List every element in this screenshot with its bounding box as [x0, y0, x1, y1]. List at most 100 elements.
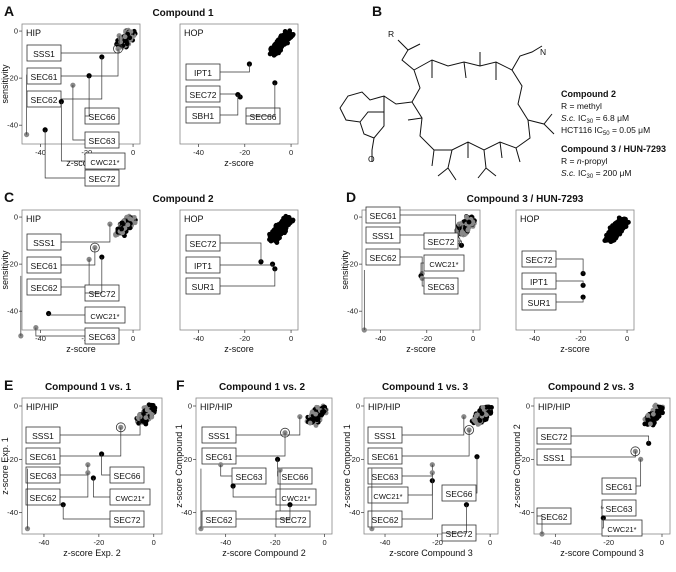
gene-label: IPT1 — [530, 277, 548, 287]
gene-label: SEC63 — [89, 136, 116, 146]
cluster-point — [120, 43, 126, 49]
cluster-point — [276, 50, 282, 56]
gene-connector — [236, 416, 301, 436]
plot-frame — [21, 397, 163, 535]
y-axis-label: z-score Compound 2 — [512, 424, 522, 508]
x-axis-label: z-score — [224, 344, 254, 354]
x-tick-label: 0 — [471, 334, 475, 343]
gene-connector — [556, 297, 584, 303]
y-tick-label: 0 — [188, 402, 192, 411]
gene-label: SEC62 — [206, 515, 233, 525]
x-tick-label: 0 — [488, 538, 492, 547]
gene-connector — [421, 278, 424, 287]
x-tick-label: 0 — [322, 538, 326, 547]
x-tick-label: -40 — [550, 538, 561, 547]
gene-connector — [61, 247, 96, 266]
plot-frame — [363, 397, 499, 535]
cluster-point — [652, 403, 658, 409]
gene-connector — [85, 257, 103, 294]
gene-label: SEC62 — [370, 253, 397, 263]
gene-connector — [556, 280, 584, 286]
y-tick-label: -20 — [7, 74, 18, 83]
gene-connector — [60, 101, 85, 162]
cluster-point — [273, 42, 279, 48]
panel-letter-f: F — [176, 377, 185, 393]
panel-letter-c: C — [4, 189, 14, 205]
cluster-point — [470, 219, 476, 225]
cluster-point — [281, 215, 286, 221]
gene-connector — [61, 56, 103, 100]
gene-label: SEC61 — [370, 211, 397, 221]
cluster-point — [143, 415, 149, 420]
y-tick-label: 0 — [14, 27, 18, 36]
panel-letter-a: A — [4, 3, 14, 19]
cluster-point — [645, 413, 651, 418]
panel-c-hip: HIP-40-2000-20-40z-scoresensitivitySSS1S… — [0, 209, 141, 354]
header-compound-3: Compound 3 / HUN-7293 — [467, 194, 584, 205]
cluster-point — [281, 225, 287, 230]
cluster-point — [480, 404, 486, 410]
x-tick-label: -20 — [93, 538, 104, 547]
gene-connector — [476, 456, 478, 494]
compound2-ic-hct: HCT116 IC50 = 0.05 μM — [561, 125, 650, 137]
cluster-point — [459, 231, 465, 237]
gene-connector — [400, 224, 460, 236]
x-tick-label: -40 — [35, 334, 46, 343]
gene-connector — [402, 430, 470, 457]
gene-connector — [60, 472, 89, 498]
gene-connector — [458, 240, 462, 246]
gene-label: SEC63 — [606, 504, 633, 514]
gene-connector — [60, 464, 89, 476]
y-tick-label: -20 — [7, 260, 18, 269]
gene-connector — [236, 432, 286, 457]
x-tick-label: -40 — [375, 334, 386, 343]
cluster-point — [267, 51, 273, 57]
compound3-title: Compound 3 / HUN-7293 — [561, 144, 666, 154]
cluster-point — [119, 226, 125, 232]
gene-label: SEC62 — [541, 512, 568, 522]
x-tick-label: -40 — [193, 148, 204, 157]
gene-connector — [400, 214, 457, 241]
cluster-point — [289, 32, 295, 38]
x-axis-label: z-score Compound 3 — [389, 548, 473, 558]
cluster-point — [286, 36, 292, 42]
x-tick-label: -20 — [239, 334, 250, 343]
x-tick-label: 0 — [289, 334, 293, 343]
gene-label: SEC63 — [89, 332, 116, 342]
cluster-point — [139, 418, 145, 424]
x-axis-label: z-score Compound 2 — [222, 548, 306, 558]
gene-label: SEC66 — [114, 471, 141, 481]
x-tick-label: -20 — [239, 148, 250, 157]
cluster-point — [620, 226, 626, 231]
x-tick-label: -20 — [81, 148, 92, 157]
x-tick-label: -40 — [35, 148, 46, 157]
panel-label: HIP/HIP — [200, 402, 233, 412]
y-tick-label: -20 — [519, 455, 530, 464]
gene-label: SEC61 — [31, 261, 58, 271]
gene-connector — [571, 451, 636, 458]
gene-connector — [408, 480, 433, 496]
x-tick-label: 0 — [152, 538, 156, 547]
gene-label: SEC72 — [89, 174, 116, 184]
header-compound-1-vs-1: Compound 1 vs. 1 — [45, 382, 132, 393]
gene-connector — [60, 416, 141, 436]
x-tick-label: -40 — [193, 334, 204, 343]
gene-label: SEC63 — [30, 471, 57, 481]
y-tick-label: -40 — [349, 508, 360, 517]
y-tick-label: -20 — [349, 455, 360, 464]
panel-label: HIP/HIP — [538, 402, 571, 412]
gene-label: SEC63 — [236, 472, 263, 482]
cluster-point — [483, 416, 489, 422]
cluster-point — [320, 409, 325, 415]
header-compound-1-vs-2: Compound 1 vs. 2 — [219, 382, 306, 393]
gene-connector — [402, 464, 433, 477]
gene-connector — [442, 504, 467, 534]
gene-label: SEC72 — [541, 432, 568, 442]
compound2-r: R = methyl — [561, 101, 602, 111]
panel-label: HOP — [184, 214, 204, 224]
x-tick-label: 0 — [131, 334, 135, 343]
